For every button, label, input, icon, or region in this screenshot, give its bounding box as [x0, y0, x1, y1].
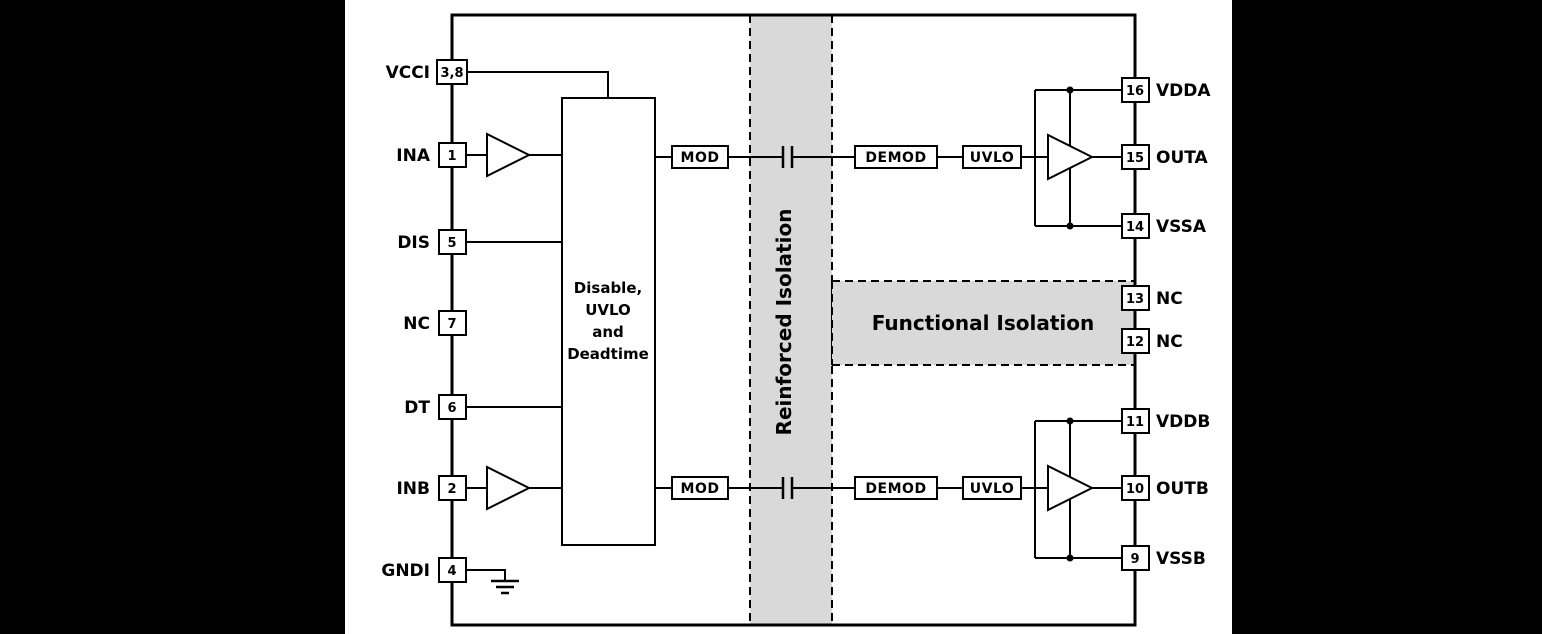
- input-buffer-b: [486, 465, 532, 511]
- functional-isolation-label: Functional Isolation: [872, 311, 1095, 335]
- pin-nc12-label: NC: [1156, 332, 1183, 352]
- pin-vcci-number: 3,8: [440, 66, 463, 81]
- output-driver-b: [1047, 464, 1095, 512]
- letterbox-left: [0, 0, 345, 634]
- pin-dis-label: DIS: [397, 233, 430, 253]
- pin-vdda-box: [1121, 77, 1150, 103]
- pin-inb-number: 2: [447, 482, 456, 497]
- left-pins: VCCI 3,8 INA 1 DIS 5 NC 7 DT 6 INB 2: [381, 59, 468, 583]
- pin-vssb-number: 9: [1130, 552, 1139, 567]
- channel-b: MOD DEMOD UVLO: [655, 417, 1122, 562]
- pin-nc12-number: 12: [1126, 335, 1144, 350]
- pin-right-outb: 10 OUTB: [1121, 475, 1209, 501]
- pin-vdda-number: 16: [1126, 84, 1144, 99]
- pin-gndi-label: GNDI: [381, 561, 430, 581]
- uvlo-a-label: UVLO: [970, 150, 1015, 166]
- wire-gndi: [466, 569, 506, 581]
- output-driver-a: [1047, 133, 1095, 181]
- pin-vssa-box: [1121, 213, 1150, 239]
- uvlo-b-label: UVLO: [970, 481, 1015, 497]
- pin-ina-box: [438, 142, 467, 168]
- pin-vcci-label: VCCI: [386, 63, 430, 83]
- pin-dis-box: [438, 229, 467, 255]
- pin-left-dt: DT 6: [404, 394, 467, 420]
- pin-vdda-label: VDDA: [1156, 81, 1211, 101]
- pin-nc12-box: [1121, 328, 1150, 354]
- demod-b-label: DEMOD: [865, 481, 926, 497]
- pin-right-outa: 15 OUTA: [1121, 144, 1209, 170]
- pin-vssa-label: VSSA: [1156, 217, 1207, 237]
- junction-dot-vssa: [1066, 222, 1074, 230]
- pin-vssa-number: 14: [1126, 220, 1144, 235]
- pin-gndi-number: 4: [447, 564, 456, 579]
- control-block: Disable, UVLO and Deadtime: [561, 97, 656, 546]
- control-block-line3: and: [592, 323, 624, 341]
- pin-ina-number: 1: [447, 149, 456, 164]
- pin-right-nc13: 13 NC: [1121, 285, 1183, 311]
- pin-nc7-box: [438, 310, 467, 336]
- pin-left-dis: DIS 5: [397, 229, 467, 255]
- input-buffer-a: [486, 132, 532, 178]
- pin-right-vssa: 14 VSSA: [1121, 213, 1207, 239]
- pin-vddb-label: VDDB: [1156, 412, 1210, 432]
- pin-left-nc: NC 7: [403, 310, 467, 336]
- demod-a-label: DEMOD: [865, 150, 926, 166]
- pin-right-nc12: 12 NC: [1121, 328, 1183, 354]
- mod-a-label: MOD: [681, 150, 720, 166]
- pin-nc13-label: NC: [1156, 289, 1183, 309]
- pin-right-vssb: 9 VSSB: [1121, 545, 1206, 571]
- junction-dot-vddb: [1066, 417, 1074, 425]
- pin-vssb-label: VSSB: [1156, 549, 1206, 569]
- pin-gndi-box: [438, 557, 467, 583]
- control-block-line2: UVLO: [585, 301, 631, 319]
- pin-dt-box: [438, 394, 467, 420]
- pin-outb-label: OUTB: [1156, 479, 1209, 499]
- letterbox-right: [1232, 0, 1542, 634]
- control-block-box: [561, 97, 656, 546]
- pin-nc7-label: NC: [403, 314, 430, 334]
- pin-left-ina: INA 1: [396, 142, 467, 168]
- right-pins: 16 VDDA 15 OUTA 14 VSSA 13 NC 12 NC 11 V…: [1121, 77, 1211, 571]
- pin-nc13-box: [1121, 285, 1150, 311]
- pin-vcci-box: [436, 59, 468, 85]
- reinforced-band-fill: [750, 15, 832, 625]
- functional-isolation-band: Functional Isolation: [831, 280, 1135, 366]
- pin-right-vdda: 16 VDDA: [1121, 77, 1211, 103]
- reinforced-isolation-label: Reinforced Isolation: [772, 209, 796, 436]
- pin-right-vddb: 11 VDDB: [1121, 408, 1210, 434]
- pin-dis-number: 5: [447, 236, 456, 251]
- channel-a: MOD DEMOD UVLO: [655, 86, 1122, 230]
- control-block-line4: Deadtime: [567, 345, 649, 363]
- pin-outa-number: 15: [1126, 151, 1144, 166]
- pin-outb-number: 10: [1126, 482, 1144, 497]
- pin-ina-label: INA: [396, 146, 431, 166]
- pin-nc7-number: 7: [447, 317, 456, 332]
- input-wires: [466, 71, 609, 595]
- pin-nc13-number: 13: [1126, 292, 1144, 307]
- pin-outa-box: [1121, 144, 1150, 170]
- pin-outa-label: OUTA: [1156, 148, 1209, 168]
- pin-vddb-box: [1121, 408, 1150, 434]
- control-block-line1: Disable,: [574, 279, 642, 297]
- pin-left-gndi: GNDI 4: [381, 557, 467, 583]
- pin-vssb-box: [1121, 545, 1150, 571]
- pin-vddb-number: 11: [1126, 415, 1144, 430]
- pin-inb-label: INB: [396, 479, 430, 499]
- ground-symbol: [491, 579, 519, 595]
- pin-left-vcci: VCCI 3,8: [386, 59, 468, 85]
- junction-dot-vdda: [1066, 86, 1074, 94]
- pin-dt-label: DT: [404, 398, 430, 418]
- mod-b-label: MOD: [681, 481, 720, 497]
- pin-outb-box: [1121, 475, 1150, 501]
- junction-dot-vssb: [1066, 554, 1074, 562]
- pin-dt-number: 6: [447, 401, 456, 416]
- reinforced-isolation-band: Reinforced Isolation: [749, 15, 833, 625]
- pin-left-inb: INB 2: [396, 475, 467, 501]
- wire-vcci: [466, 71, 609, 97]
- functional-band-fill: [832, 281, 1135, 365]
- pin-inb-box: [438, 475, 467, 501]
